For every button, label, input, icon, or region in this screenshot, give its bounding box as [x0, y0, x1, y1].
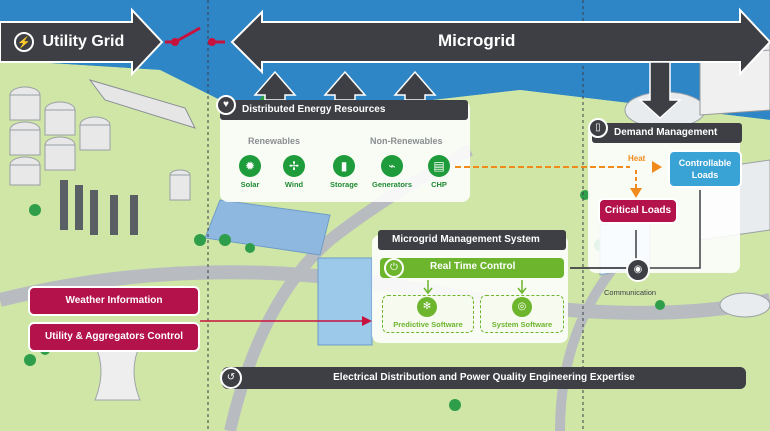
- controllable-loads-box: Controllable Loads: [668, 150, 742, 188]
- road: [555, 256, 624, 431]
- system-software-label: System Software: [491, 320, 553, 329]
- demand-title: Demand Management: [592, 123, 742, 143]
- utility-grid-arrow: [0, 7, 164, 77]
- communication-icon: ◉: [626, 258, 650, 282]
- der-up-arrows: [253, 70, 437, 101]
- utility-grid-label: Utility Grid: [42, 33, 125, 50]
- switch-icon: [165, 26, 225, 46]
- microgrid-arrow: [230, 7, 770, 77]
- communication-label: Communication: [604, 288, 657, 297]
- generator-icon: ⌁: [381, 155, 403, 177]
- cooling-tower: [94, 344, 141, 401]
- power-icon: ⏻: [384, 258, 404, 278]
- sun-icon: ✹: [239, 155, 261, 177]
- der-panel-bg: [220, 100, 470, 202]
- wind-turbine-icon: ✢: [283, 155, 305, 177]
- storage-tanks: [9, 86, 191, 201]
- nonrenewables-label: Non-Renewables: [370, 136, 443, 146]
- der-item-label: Wind: [284, 180, 304, 189]
- heat-label: Heat: [628, 154, 646, 163]
- renewables-label: Renewables: [248, 136, 301, 146]
- predictive-software-label: Predictive Software: [393, 320, 463, 329]
- critical-loads-box: Critical Loads: [598, 198, 678, 224]
- brain-icon: ✻: [417, 297, 437, 317]
- demand-down-arrow: [638, 61, 682, 120]
- wifi-icon: ◎: [512, 297, 532, 317]
- der-title: Distributed Energy Resources: [220, 100, 468, 120]
- utility-aggregators-control-box: Utility & Aggregators Control: [28, 322, 200, 352]
- weather-information-box: Weather Information: [28, 286, 200, 316]
- der-item-label: Solar: [240, 180, 260, 189]
- expertise-icon: ↺: [220, 367, 242, 389]
- der-item-label: Storage: [330, 180, 358, 189]
- chp-icon: ▤: [428, 155, 450, 177]
- heat-arrowhead: [652, 161, 662, 173]
- control-building: [317, 257, 373, 346]
- heat-down-arrowhead: [630, 188, 642, 198]
- plug-icon: ⚡: [14, 32, 34, 52]
- real-time-control-bar: Real Time Control: [380, 258, 564, 278]
- battery-icon: ▮: [333, 155, 355, 177]
- solar-field: [204, 199, 331, 256]
- der-item-label: Generators: [371, 180, 413, 189]
- mms-title: Microgrid Management System: [378, 230, 566, 250]
- heart-icon: ♥: [216, 95, 236, 115]
- utility-grid-group: ⚡ Utility Grid: [14, 32, 124, 52]
- expertise-bar: Electrical Distribution and Power Qualit…: [222, 367, 746, 389]
- input-arrowhead: [362, 316, 372, 326]
- power-plant: [60, 180, 138, 235]
- der-item-label: CHP: [431, 180, 447, 189]
- microgrid-label: Microgrid: [438, 31, 516, 50]
- ship: [88, 79, 196, 129]
- meter-icon: ▯: [588, 118, 608, 138]
- mms-down-arrows: [423, 280, 527, 295]
